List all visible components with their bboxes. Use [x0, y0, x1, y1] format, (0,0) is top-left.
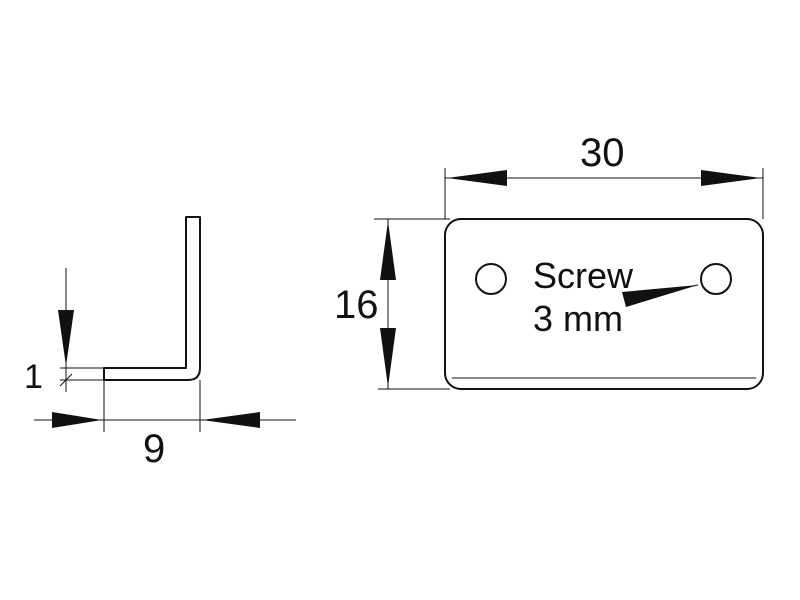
width-arrow-left — [447, 170, 507, 186]
height-label: 16 — [334, 283, 379, 327]
height-dimension: 16 — [334, 218, 450, 390]
thickness-label: 1 — [24, 358, 43, 396]
screw-hole-left — [475, 263, 507, 295]
plate-outline — [444, 218, 764, 390]
thickness-arrow-down — [58, 310, 74, 366]
screw-hole-right — [700, 263, 732, 295]
width-label: 30 — [580, 131, 625, 175]
screw-leader-arrow — [622, 285, 698, 307]
thickness-tick — [59, 373, 73, 387]
leg-length-label: 9 — [143, 427, 165, 471]
leg-arrow-right — [202, 412, 260, 428]
leg-arrow-left — [52, 412, 102, 428]
bracket-profile-outline — [103, 216, 201, 381]
width-dimension: 30 — [444, 131, 764, 219]
plan-view: Screw 3 mm 30 16 — [334, 131, 764, 390]
height-arrow-down — [380, 328, 396, 387]
leg-length-dimension: 9 — [34, 380, 296, 471]
thickness-dimension: 1 — [24, 268, 104, 396]
side-profile-view: 1 9 — [24, 216, 296, 471]
screw-label-line1: Screw — [533, 255, 634, 296]
height-arrow-up — [380, 221, 396, 280]
screw-label-line2: 3 mm — [533, 298, 623, 339]
width-arrow-right — [701, 170, 761, 186]
screw-annotation: Screw 3 mm — [533, 255, 699, 339]
